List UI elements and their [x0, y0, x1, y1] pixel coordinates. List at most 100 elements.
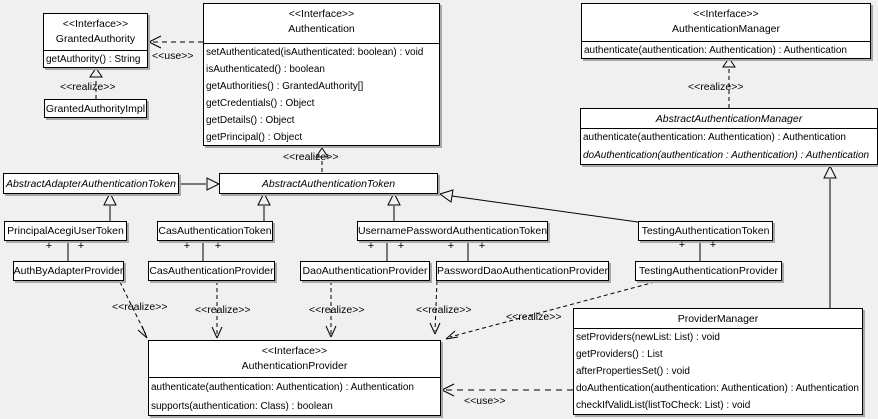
association-end-plus: +: [367, 240, 375, 252]
class-cas-authentication-token[interactable]: CasAuthenticationToken: [157, 221, 273, 241]
method: afterPropertiesSet() : void: [576, 366, 690, 377]
class-granted-authority-impl[interactable]: GrantedAuthorityImpl: [44, 99, 147, 118]
class-principal-acegi-user-token[interactable]: PrincipalAcegiUserToken: [4, 221, 127, 241]
association-end-plus: +: [45, 240, 53, 252]
class-name: GrantedAuthorityImpl: [45, 102, 146, 115]
class-name: AuthenticationManager: [672, 23, 780, 35]
class-name: TestingAuthenticationProvider: [639, 265, 778, 277]
method: getAuthorities() : GrantedAuthority[]: [206, 81, 364, 92]
class-authentication-provider[interactable]: <<Interface>> AuthenticationProvider aut…: [148, 340, 441, 416]
class-abstract-adapter-authentication-token[interactable]: AbstractAdapterAuthenticationToken: [3, 173, 179, 194]
class-methods: authenticate(authentication: Authenticat…: [149, 377, 440, 415]
edge-label-realize: <<realize>>: [309, 304, 365, 316]
class-name: ProviderManager: [677, 313, 759, 325]
association-end-plus: +: [214, 240, 222, 252]
method: getDetails() : Object: [206, 115, 295, 126]
edge-realize-authbyadapterprovider: [119, 281, 148, 339]
class-stereotype: <<Interface>>: [261, 345, 328, 357]
class-cas-authentication-provider[interactable]: CasAuthenticationProvider: [148, 261, 275, 281]
class-abstract-authentication-token[interactable]: AbstractAuthenticationToken: [219, 173, 438, 194]
edge-label-realize: <<realize>>: [688, 81, 744, 93]
class-testing-authentication-token[interactable]: TestingAuthenticationToken: [638, 221, 773, 241]
class-abstract-authentication-manager[interactable]: AbstractAuthenticationManager authentica…: [580, 108, 878, 165]
edge-use-providermanager-authenticationprovider: [441, 383, 573, 397]
class-password-dao-authentication-provider[interactable]: PasswordDaoAuthenticationProvider: [436, 261, 609, 281]
method: authenticate(authentication: Authenticat…: [151, 382, 414, 393]
association-end-plus: +: [447, 240, 455, 252]
edge-gen-testingauthenticationtoken: [438, 189, 639, 223]
edge-label-use: <<use>>: [464, 395, 506, 407]
class-name: AbstractAuthenticationToken: [261, 177, 396, 190]
edge-realize-testingauthenticationprovider: [445, 281, 656, 340]
class-name: PasswordDaoAuthenticationProvider: [437, 265, 609, 277]
edge-label-realize: <<realize>>: [112, 301, 168, 313]
class-name: DaoAuthenticationProvider: [302, 265, 428, 277]
method: checkIfValidList(listToCheck: List) : vo…: [576, 400, 751, 411]
class-header: <<Interface>> AuthenticationProvider: [149, 341, 440, 377]
edge-gen-usernamepasswordtoken: [387, 191, 401, 221]
edge-realize-casauthenticationprovider: [211, 281, 223, 339]
class-authentication[interactable]: <<Interface>> Authentication setAuthenti…: [203, 3, 440, 146]
class-stereotype: <<Interface>>: [693, 8, 759, 20]
association-end-plus: +: [678, 239, 686, 251]
class-name: AbstractAuthenticationManager: [655, 113, 803, 125]
method: supports(authentication: Class) : boolea…: [151, 401, 333, 412]
class-name: AbstractAdapterAuthenticationToken: [5, 177, 177, 190]
class-granted-authority[interactable]: <<Interface>> GrantedAuthority getAuthor…: [43, 13, 148, 68]
method: doAuthentication(authentication : Authen…: [583, 150, 870, 161]
class-name: AuthByAdapterProvider: [13, 265, 124, 277]
edge-realize-passworddaoprovider: [429, 280, 441, 335]
edge-gen-principalacegiusertoken: [103, 191, 117, 221]
edge-label-realize: <<realize>>: [283, 151, 339, 163]
association-end-plus: +: [478, 240, 486, 252]
method: isAuthenticated() : boolean: [206, 64, 325, 75]
method: authenticate(authentication: Authenticat…: [584, 45, 847, 56]
method: doAuthentication(authentication: Authent…: [576, 383, 859, 394]
association-end-plus: +: [709, 239, 717, 251]
edge-label-realize: <<realize>>: [195, 304, 251, 316]
class-name: PrincipalAcegiUserToken: [7, 225, 124, 237]
edge-realize-grantedauthorityimpl: [89, 67, 103, 99]
class-header: <<Interface>> AuthenticationManager: [582, 4, 870, 41]
class-name: GrantedAuthority: [55, 33, 136, 45]
method: setAuthenticated(isAuthenticated: boolea…: [206, 47, 424, 58]
class-methods: authenticate(authentication: Authenticat…: [581, 128, 877, 164]
method: getAuthority() : String: [46, 54, 141, 65]
class-stereotype: <<Interface>>: [62, 18, 129, 30]
association-end-plus: +: [397, 240, 405, 252]
edge-gen-abstractadapter-token: [179, 177, 221, 191]
class-testing-authentication-provider[interactable]: TestingAuthenticationProvider: [635, 261, 782, 281]
method: authenticate(authentication: Authenticat…: [583, 132, 846, 143]
class-name: TestingAuthenticationToken: [641, 225, 770, 237]
class-name: CasAuthenticationToken: [158, 225, 272, 237]
class-name: Authentication: [288, 23, 355, 35]
class-methods: setAuthenticated(isAuthenticated: boolea…: [204, 43, 439, 145]
class-provider-manager[interactable]: ProviderManager setProviders(newList: Li…: [573, 308, 863, 415]
edge-realize-abstractauthenticationtoken: [315, 147, 329, 172]
class-username-password-authentication-token[interactable]: UsernamePasswordAuthenticationToken: [357, 221, 548, 241]
class-name: UsernamePasswordAuthenticationToken: [357, 225, 548, 237]
association-end-plus: +: [183, 240, 191, 252]
class-name: CasAuthenticationProvider: [149, 265, 274, 277]
edge-label-realize: <<realize>>: [60, 81, 116, 93]
edge-label-realize: <<realize>>: [506, 311, 562, 323]
edge-realize-daoauthenticationprovider: [325, 281, 337, 338]
method: setProviders(newList: List) : void: [576, 332, 720, 343]
class-methods: authenticate(authentication: Authenticat…: [582, 41, 870, 58]
association-end-plus: +: [77, 240, 85, 252]
edge-use-authentication-grantedauthority: [148, 35, 203, 49]
class-header: <<Interface>> GrantedAuthority: [44, 14, 147, 50]
class-header: <<Interface>> Authentication: [204, 4, 439, 43]
class-methods: getAuthority() : String: [44, 50, 147, 67]
class-name: AuthenticationProvider: [241, 360, 348, 372]
edge-gen-providermanager: [823, 164, 837, 308]
edge-realize-abstractauthenticationmanager: [722, 57, 736, 108]
method: getProviders() : List: [576, 349, 663, 360]
edge-label-use: <<use>>: [152, 50, 194, 62]
class-dao-authentication-provider[interactable]: DaoAuthenticationProvider: [300, 261, 430, 281]
method: getCredentials() : Object: [206, 98, 315, 109]
class-auth-by-adapter-provider[interactable]: AuthByAdapterProvider: [13, 261, 124, 281]
class-authentication-manager[interactable]: <<Interface>> AuthenticationManager auth…: [581, 3, 871, 59]
